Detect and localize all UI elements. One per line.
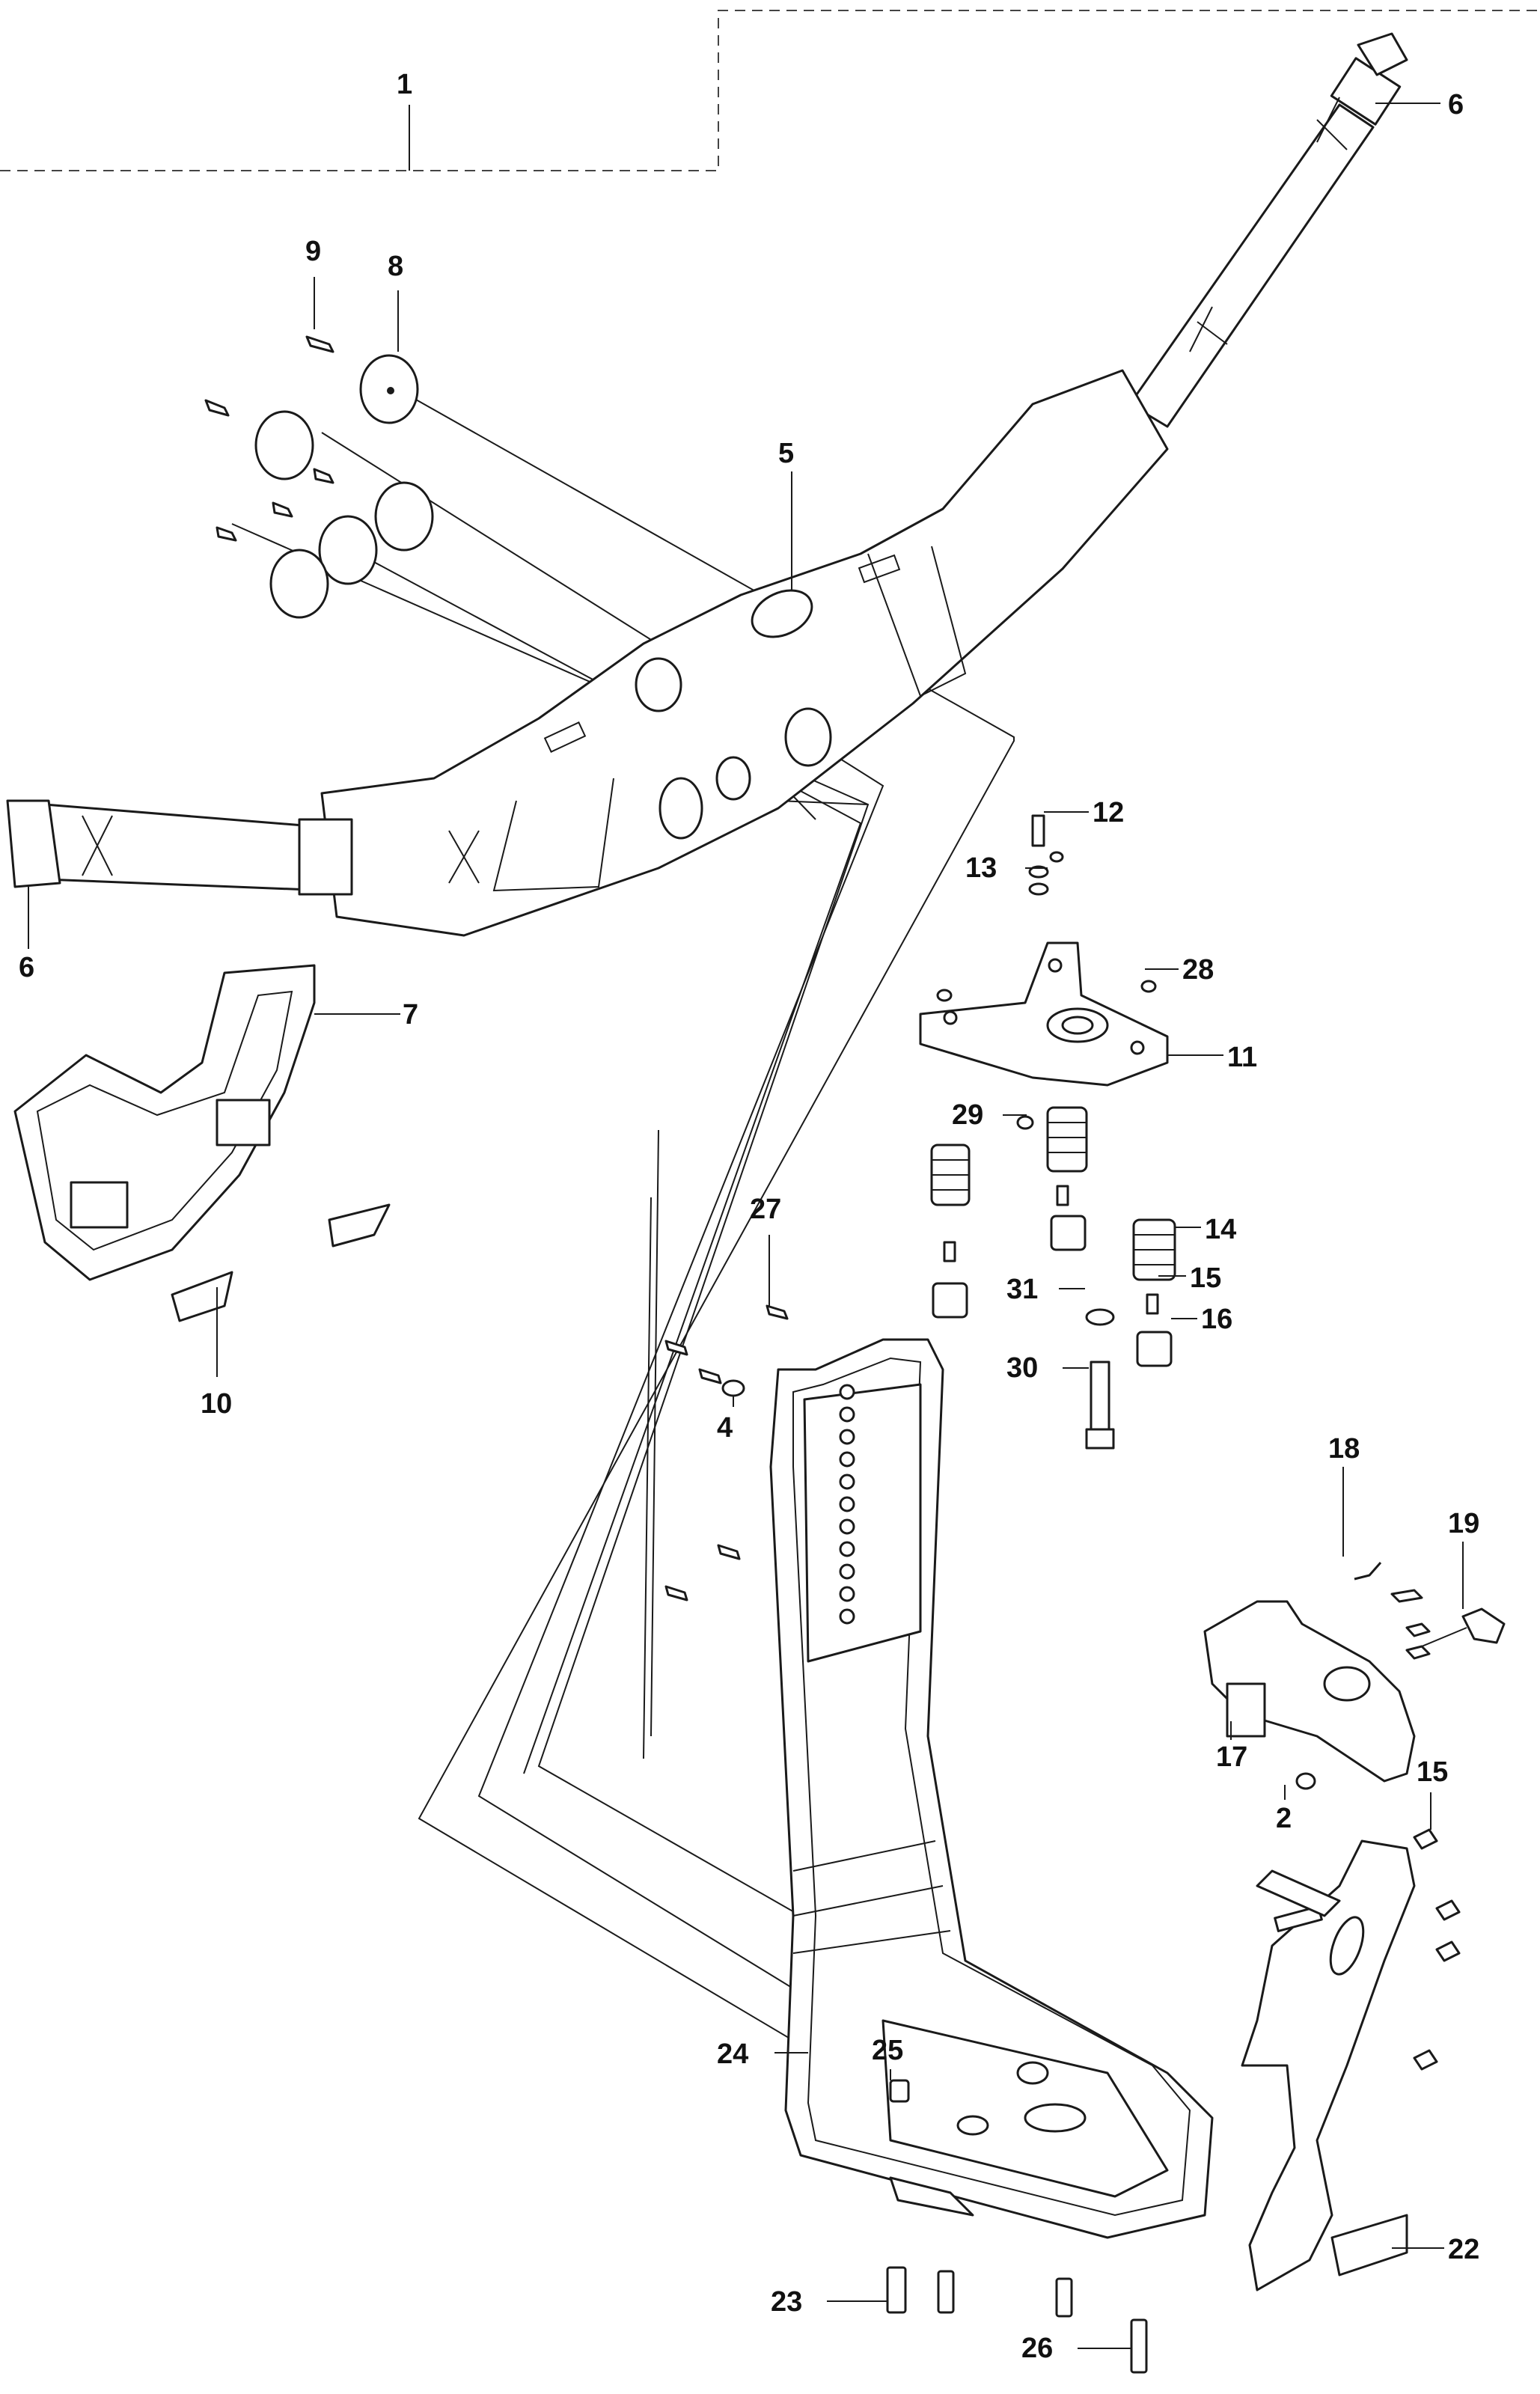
- label-part-4: 4: [717, 1412, 733, 1444]
- label-part-6-left: 6: [19, 952, 34, 983]
- label-part-29: 29: [952, 1099, 983, 1131]
- label-part-6-top: 6: [1448, 89, 1464, 120]
- label-part-27: 27: [750, 1194, 781, 1225]
- upper-clamp-arm: [1203, 1562, 1506, 1790]
- label-part-10: 10: [201, 1388, 232, 1420]
- mount-plate: [919, 814, 1169, 1130]
- part-labels: 1 2 4 5 6 6 7 8 9 10 11 12 13 14 15 15 1…: [19, 69, 1479, 2364]
- label-part-15-right: 15: [1417, 1756, 1448, 1788]
- frame-adjustment-holes: [839, 1384, 855, 1625]
- strap-buckle-left: [6, 799, 480, 949]
- label-part-16: 16: [1201, 1304, 1232, 1335]
- frame-bolts: [664, 1304, 1148, 2374]
- label-part-24: 24: [717, 2039, 748, 2070]
- label-part-8: 8: [388, 251, 403, 282]
- label-part-26: 26: [1021, 2333, 1053, 2364]
- label-part-5: 5: [778, 438, 794, 469]
- label-part-28: 28: [1182, 954, 1214, 986]
- label-part-2: 2: [1276, 1803, 1292, 1834]
- label-part-17: 17: [1216, 1741, 1247, 1773]
- label-part-31: 31: [1006, 1274, 1038, 1305]
- label-part-22: 22: [1448, 2234, 1479, 2265]
- label-part-9: 9: [305, 236, 321, 267]
- frame-tube: [769, 1338, 1214, 2239]
- label-part-15-mid: 15: [1190, 1262, 1221, 1294]
- label-part-23: 23: [771, 2286, 802, 2318]
- label-part-11: 11: [1227, 1042, 1257, 1073]
- label-part-12: 12: [1093, 797, 1124, 828]
- leader-lines: [216, 103, 1464, 2349]
- label-part-7: 7: [403, 999, 418, 1030]
- label-part-14: 14: [1205, 1214, 1236, 1245]
- washers-and-screws: [204, 335, 434, 619]
- hip-belt-frame: [13, 964, 391, 1322]
- label-part-25: 25: [872, 2035, 903, 2066]
- label-part-30: 30: [1006, 1352, 1038, 1384]
- label-part-1: 1: [397, 69, 412, 100]
- assembly-guide-lines: [231, 392, 1015, 2081]
- strap-buckle-top: [994, 32, 1408, 570]
- label-part-13: 13: [965, 852, 997, 884]
- label-part-18: 18: [1328, 1433, 1360, 1465]
- label-part-19: 19: [1448, 1508, 1479, 1539]
- assembly-bracket-dashed: [0, 10, 1540, 171]
- lower-handle-bracket: [1241, 1828, 1461, 2291]
- springs-and-dampers: [930, 1106, 1176, 1450]
- harness-back-plate: [320, 369, 1169, 937]
